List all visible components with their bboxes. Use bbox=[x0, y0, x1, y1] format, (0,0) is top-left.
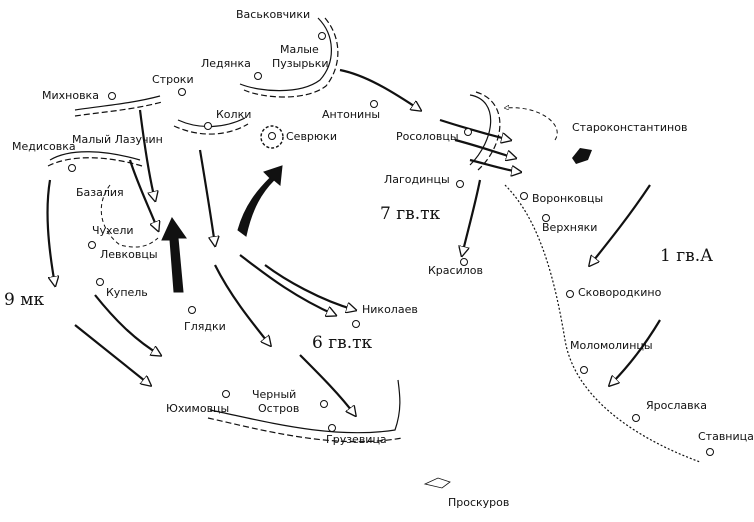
arrow-rosol3 bbox=[469, 158, 520, 172]
label-levkovtsy: Левковцы bbox=[100, 248, 158, 261]
label-unit-7gvtk: 7 гв.тк bbox=[380, 204, 441, 224]
black-arrow-sevryuki bbox=[237, 165, 283, 237]
sevryuki-ring bbox=[260, 125, 284, 149]
label-malye-puzyrki-1: Малые bbox=[280, 43, 319, 56]
arrow-1gva-1 bbox=[590, 184, 651, 265]
town-marker bbox=[520, 192, 528, 200]
front-line-yukhimovtsy bbox=[209, 379, 401, 434]
town-marker bbox=[178, 88, 186, 96]
label-verkhnyaki: Верхняки bbox=[542, 221, 598, 234]
town-marker bbox=[460, 258, 468, 266]
front-line-vaskovchiki bbox=[239, 17, 332, 92]
label-rosolovtsy: Росоловцы bbox=[396, 130, 459, 143]
label-unit-1gva: 1 гв.А bbox=[660, 246, 713, 266]
label-unit-6gvtk: 6 гв.тк bbox=[312, 333, 373, 353]
town-marker bbox=[88, 241, 96, 249]
label-chernyy-ostrov-2: Остров bbox=[258, 402, 300, 415]
town-marker bbox=[254, 72, 262, 80]
arrow-rosol2 bbox=[454, 138, 515, 158]
label-malyy-lazuchin: Малый Лазучин bbox=[72, 133, 163, 146]
arrow-kolki bbox=[198, 149, 215, 245]
arrow-9mk-2 bbox=[74, 324, 150, 385]
label-chukheli: Чухели bbox=[92, 224, 134, 237]
label-unit-9mk: 9 мк bbox=[4, 290, 45, 310]
arrow-antoniny bbox=[339, 68, 420, 110]
label-glyadki: Глядки bbox=[184, 320, 226, 333]
label-kolki: Колки bbox=[216, 108, 252, 121]
label-vaskovchiki: Васьковчики bbox=[236, 8, 311, 21]
label-molomolintsy: Моломолинцы bbox=[570, 339, 653, 352]
arrow-6gvtk bbox=[299, 354, 355, 415]
soviet-advance-arrows bbox=[46, 68, 661, 415]
label-krasilov: Красилов bbox=[428, 264, 483, 277]
label-starokonstantinov: Староконстантинов bbox=[572, 121, 688, 134]
town-marker bbox=[318, 32, 326, 40]
label-medisovka: Медисовка bbox=[12, 140, 76, 153]
town-marker bbox=[68, 164, 76, 172]
arrow-1gva-2 bbox=[610, 319, 661, 385]
town-marker bbox=[566, 290, 574, 298]
front-line-medisovka bbox=[49, 151, 141, 161]
label-sevryuki: Севрюки bbox=[286, 130, 337, 143]
arrow-gl3 bbox=[264, 264, 355, 310]
front-line-stroki bbox=[74, 95, 161, 111]
label-stavnitsa: Ставница bbox=[698, 430, 754, 443]
arrow-krasilov bbox=[462, 179, 482, 255]
town-marker bbox=[706, 448, 714, 456]
arrow-gl2 bbox=[239, 254, 335, 315]
town-marker bbox=[108, 92, 116, 100]
label-gruzevitsa: Грузевица bbox=[326, 433, 387, 446]
label-bazaliya: Базалия bbox=[76, 186, 124, 199]
german-counterattack-arrows bbox=[161, 165, 283, 293]
label-yaroslavka: Ярославка bbox=[646, 399, 708, 412]
label-kupel: Купель bbox=[106, 286, 148, 299]
label-chernyy-ostrov-1: Черный bbox=[252, 388, 297, 401]
town-marker bbox=[464, 128, 472, 136]
arrow-stroki bbox=[138, 109, 155, 200]
town-marker bbox=[268, 132, 276, 140]
label-lagodintsy: Лагодинцы bbox=[384, 173, 450, 186]
town-marker bbox=[96, 278, 104, 286]
arrow-rosol1 bbox=[439, 118, 510, 140]
front-lines bbox=[47, 17, 701, 463]
label-nikolaev: Николаев bbox=[362, 303, 418, 316]
front-line-starokonst bbox=[469, 94, 492, 166]
town-marker bbox=[204, 122, 212, 130]
town-marker bbox=[188, 306, 196, 314]
arrow-gl1 bbox=[214, 264, 270, 345]
label-mikhnovka: Михновка bbox=[42, 89, 99, 102]
label-skovorodkino: Сковородкино bbox=[578, 286, 662, 299]
label-malye-puzyrki-2: Пузырьки bbox=[272, 57, 329, 70]
town-marker bbox=[352, 320, 360, 328]
front-line-1gva bbox=[504, 184, 701, 463]
town-marker bbox=[456, 180, 464, 188]
town-marker bbox=[632, 414, 640, 422]
label-antoniny: Антонины bbox=[322, 108, 381, 121]
label-stroki: Строки bbox=[152, 73, 194, 86]
front-line-kolki bbox=[177, 117, 246, 128]
starokonstantinov-blob bbox=[572, 148, 592, 164]
town-marker bbox=[542, 214, 550, 222]
arrow-9mk-1 bbox=[46, 179, 55, 285]
label-ledyanka: Ледянка bbox=[201, 57, 251, 70]
proskurov-blob bbox=[423, 477, 451, 489]
black-arrow-levkovtsy bbox=[161, 216, 187, 293]
label-proskurov: Проскуров bbox=[448, 496, 510, 509]
town-marker bbox=[222, 390, 230, 398]
town-marker bbox=[580, 366, 588, 374]
arrow-9mk-3 bbox=[94, 294, 160, 355]
arrow-lazuchin bbox=[128, 159, 158, 230]
town-marker bbox=[328, 424, 336, 432]
town-marker bbox=[370, 100, 378, 108]
label-yukhimovtsy: Юхимовцы bbox=[166, 402, 230, 415]
town-marker bbox=[320, 400, 328, 408]
label-voronkovtsy: Воронковцы bbox=[532, 192, 604, 205]
